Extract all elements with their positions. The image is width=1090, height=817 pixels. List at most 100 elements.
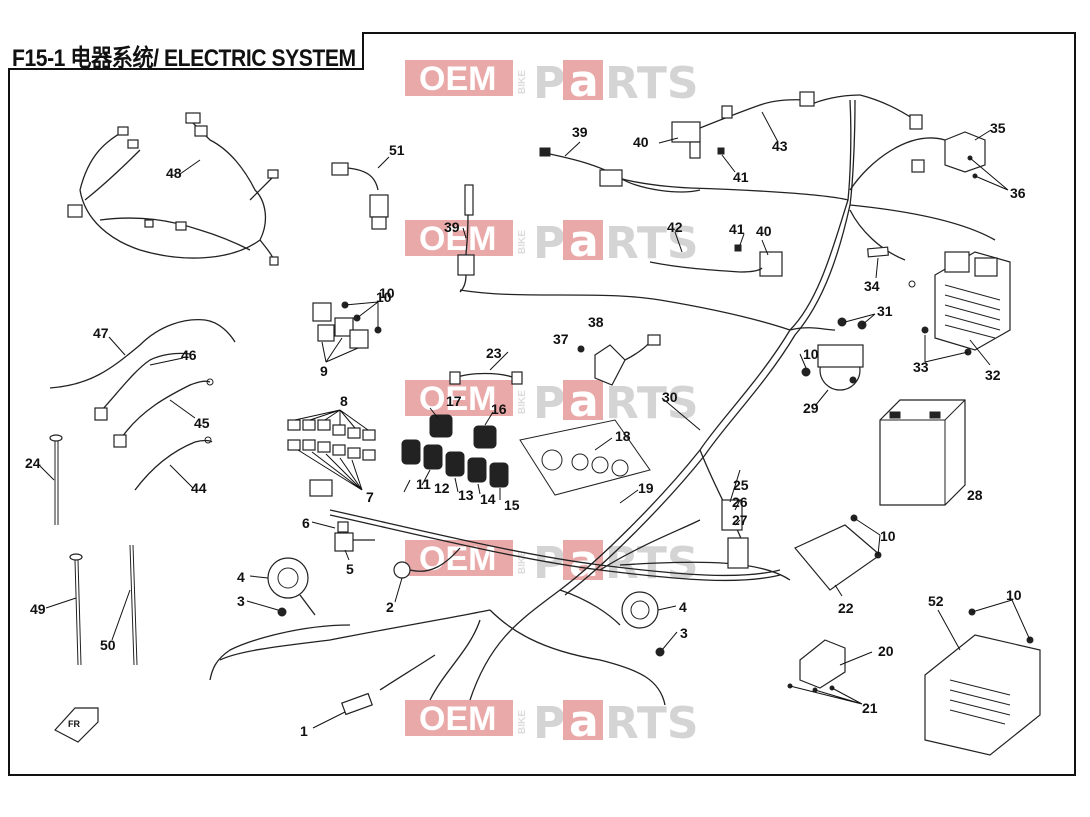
callout-number: 10: [376, 289, 392, 305]
part-18-kit: [519, 419, 651, 496]
front-arrow-icon: FR: [54, 707, 99, 743]
part-32-regulator: [921, 251, 1011, 356]
callout-number: 33: [913, 359, 929, 375]
callout-number: 3: [237, 593, 245, 609]
callout-number: 41: [729, 221, 745, 237]
callout-number: 4: [679, 599, 687, 615]
part-52-unit: [924, 608, 1041, 756]
callout-number: 21: [862, 700, 878, 716]
watermark-parts-rts: RTS: [605, 698, 699, 749]
callout-number: 12: [434, 480, 450, 496]
parts-5-6: [334, 521, 375, 552]
watermark-bike: BIKE: [517, 710, 528, 734]
watermark-oem: OEM: [419, 60, 496, 98]
diagram-frame: [8, 32, 1076, 776]
callout-number: 8: [340, 393, 348, 409]
part-35-module: [944, 131, 986, 179]
callout-number: 10: [379, 285, 395, 301]
callout-number: 25: [733, 477, 749, 493]
title-box: [8, 32, 364, 70]
callout-number: 28: [967, 487, 983, 503]
callout-number: 24: [25, 455, 41, 471]
callout-number: 42: [667, 219, 683, 235]
callout-number: 47: [93, 325, 109, 341]
callout-number: 49: [30, 601, 46, 617]
part-38-switch: [577, 334, 661, 386]
watermark-parts-a: a: [569, 216, 599, 267]
page-title: F15-1 电器系统/ ELECTRIC SYSTEM: [12, 45, 356, 72]
watermark-oem: OEM: [419, 380, 496, 418]
part-39-sensor: [457, 147, 701, 293]
callout-number: 23: [486, 345, 502, 361]
callout-number: 50: [100, 637, 116, 653]
watermark-parts-a: a: [569, 696, 599, 747]
callout-number: 37: [553, 331, 569, 347]
callout-number: 44: [191, 480, 207, 496]
watermark-oem: OEM: [419, 540, 496, 578]
callout-number: 34: [864, 278, 880, 294]
callout-number: 10: [880, 528, 896, 544]
part-34-strip: [867, 246, 916, 288]
watermark-parts-a: a: [569, 56, 599, 107]
parts-16-17: [429, 414, 497, 449]
parts-44-47-cables: [49, 319, 236, 491]
callout-number: 52: [928, 593, 944, 609]
callout-number: 32: [985, 367, 1001, 383]
callout-number: 38: [588, 314, 604, 330]
callout-number: 39: [444, 219, 460, 235]
callout-number: 3: [680, 625, 688, 641]
callout-number: 15: [504, 497, 520, 513]
callout-number: 29: [803, 400, 819, 416]
watermark-bike: BIKE: [517, 230, 528, 254]
watermark-parts-rts: RTS: [605, 378, 699, 429]
part-1-sensor: [341, 654, 436, 716]
callout-number: 41: [733, 169, 749, 185]
callout-number: 4: [237, 569, 245, 585]
callout-number: 5: [346, 561, 354, 577]
callout-number: 45: [194, 415, 210, 431]
callout-number: 26: [732, 494, 748, 510]
parts-25-27-connectors: [721, 499, 749, 569]
callout-number: 14: [480, 491, 496, 507]
watermark-parts-rts: RTS: [605, 58, 699, 109]
callout-number: 9: [320, 363, 328, 379]
watermark-parts-p: P: [533, 378, 565, 429]
parts-9-10-relays: [312, 301, 382, 349]
callout-number: 36: [1010, 185, 1026, 201]
part-2-sensor: [393, 547, 461, 579]
callout-number: 11: [416, 476, 431, 492]
callout-number: 13: [458, 487, 474, 503]
callout-number: 27: [732, 512, 748, 528]
callout-number: 43: [772, 138, 788, 154]
watermark-bike: BIKE: [517, 70, 528, 94]
callout-number: 40: [633, 134, 649, 150]
parts-7-8-fuses: [287, 419, 376, 497]
part-48-sub-harness: [67, 112, 279, 266]
callout-number: 39: [572, 124, 588, 140]
watermark-bike: BIKE: [517, 390, 528, 414]
callout-number: 48: [166, 165, 182, 181]
watermark-parts-p: P: [533, 218, 565, 269]
svg-text:FR: FR: [68, 719, 80, 729]
callout-number: 35: [990, 120, 1006, 136]
callout-number: 46: [181, 347, 197, 363]
callout-number: 19: [638, 480, 654, 496]
leader-lines: [39, 111, 1031, 729]
part-51-sensor: [331, 162, 389, 230]
callout-number: 51: [389, 142, 405, 158]
callout-number: 1: [300, 723, 308, 739]
callout-number: 16: [491, 401, 507, 417]
callout-number: 17: [446, 393, 462, 409]
watermark-oem: OEM: [419, 220, 496, 258]
parts-20-21: [787, 639, 846, 693]
part-28-battery: [879, 399, 966, 506]
watermark-oem: OEM: [419, 700, 496, 738]
watermark-parts-a: a: [569, 376, 599, 427]
part-29-starter-relay: [801, 317, 867, 391]
watermark-parts-p: P: [533, 698, 565, 749]
